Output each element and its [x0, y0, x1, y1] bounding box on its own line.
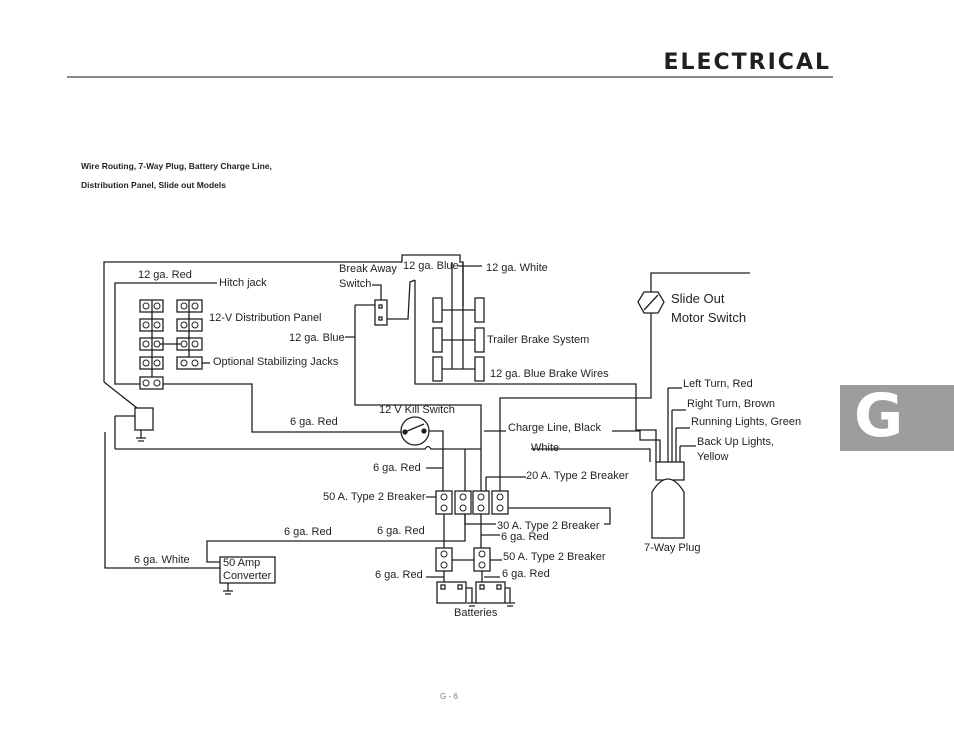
- seven-way-plug-collar: [655, 461, 685, 481]
- label-50-amp: 50 Amp: [223, 557, 261, 569]
- label-white: White: [531, 442, 560, 454]
- wire-white-6ga: [104, 432, 220, 569]
- label-6ga-red-b: 6 ga. Red: [373, 462, 421, 474]
- label-backup-lights: Back Up Lights,: [697, 436, 775, 448]
- label-yellow: Yellow: [697, 451, 729, 463]
- label-6ga-red-f: 6 ga. Red: [375, 569, 423, 581]
- label-left-turn: Left Turn, Red: [683, 378, 753, 390]
- wire-red-converter: [206, 514, 466, 563]
- label-stabilizing-jacks: Optional Stabilizing Jacks: [213, 356, 339, 368]
- diagram-caption-line1: Wire Routing, 7-Way Plug, Battery Charge…: [81, 161, 272, 171]
- label-brake-wires: 12 ga. Blue Brake Wires: [490, 368, 609, 380]
- label-12ga-blue-top: 12 ga. Blue: [403, 260, 459, 272]
- header-rule: [67, 76, 833, 78]
- label-slide-out: Slide Out: [671, 291, 725, 306]
- label-6ga-red-d: 6 ga. Red: [284, 526, 332, 538]
- label-hitch-jack: Hitch jack: [219, 277, 267, 289]
- label-12ga-red: 12 ga. Red: [138, 269, 192, 281]
- wire-white: [115, 445, 651, 462]
- label-30a-breaker: 30 A. Type 2 Breaker: [497, 520, 600, 532]
- label-20a-breaker: 20 A. Type 2 Breaker: [526, 470, 629, 482]
- batteries: [436, 581, 506, 604]
- label-6ga-red-c: 6 ga. Red: [501, 531, 549, 543]
- label-7-way-plug: 7-Way Plug: [644, 542, 701, 554]
- wire-brake: [414, 280, 657, 462]
- section-tab: G: [840, 381, 954, 451]
- break-away-switch: [374, 299, 388, 326]
- label-12ga-blue-left: 12 ga. Blue: [289, 332, 345, 344]
- diagram-caption-line2: Distribution Panel, Slide out Models: [81, 180, 226, 190]
- label-50a-breaker-a: 50 A. Type 2 Breaker: [323, 491, 426, 503]
- label-batteries: Batteries: [454, 607, 498, 619]
- label-6ga-red-g: 6 ga. Red: [502, 568, 550, 580]
- label-converter: Converter: [223, 570, 272, 582]
- junction-block: [134, 407, 154, 431]
- label-trailer-brake: Trailer Brake System: [487, 334, 590, 346]
- wire-hitch: [114, 282, 217, 385]
- section-title: ELECTRICAL: [663, 50, 831, 75]
- label-charge-line: Charge Line, Black: [508, 422, 601, 434]
- label-motor-switch: Motor Switch: [671, 310, 747, 325]
- label-6ga-red-a: 6 ga. Red: [290, 416, 338, 428]
- breaker-row: [435, 490, 509, 572]
- label-switch: Switch: [339, 278, 372, 290]
- seven-way-plug: [651, 478, 685, 539]
- label-6ga-red-e: 6 ga. Red: [377, 525, 425, 537]
- label-distribution-panel: 12-V Distribution Panel: [209, 312, 322, 324]
- converter-box: [219, 556, 276, 584]
- wire-blue-12ga: [345, 305, 482, 491]
- page-number: G - 6: [440, 692, 458, 701]
- label-6ga-white: 6 ga. White: [134, 554, 190, 566]
- wire-slide-out: [499, 272, 750, 491]
- label-50a-breaker-b: 50 A. Type 2 Breaker: [503, 551, 606, 563]
- label-running-lights: Running Lights, Green: [691, 416, 802, 428]
- distribution-panel: [139, 299, 203, 390]
- wire-diagonal: [103, 381, 138, 409]
- label-right-turn: Right Turn, Brown: [687, 398, 776, 410]
- label-kill-switch: 12 V Kill Switch: [379, 404, 455, 416]
- wire-red-6ga: [163, 383, 401, 433]
- section-tab-letter: G: [854, 381, 904, 451]
- wire-charge-line: [612, 430, 661, 462]
- label-12ga-white: 12 ga. White: [486, 262, 548, 274]
- label-break-away: Break Away: [339, 263, 397, 275]
